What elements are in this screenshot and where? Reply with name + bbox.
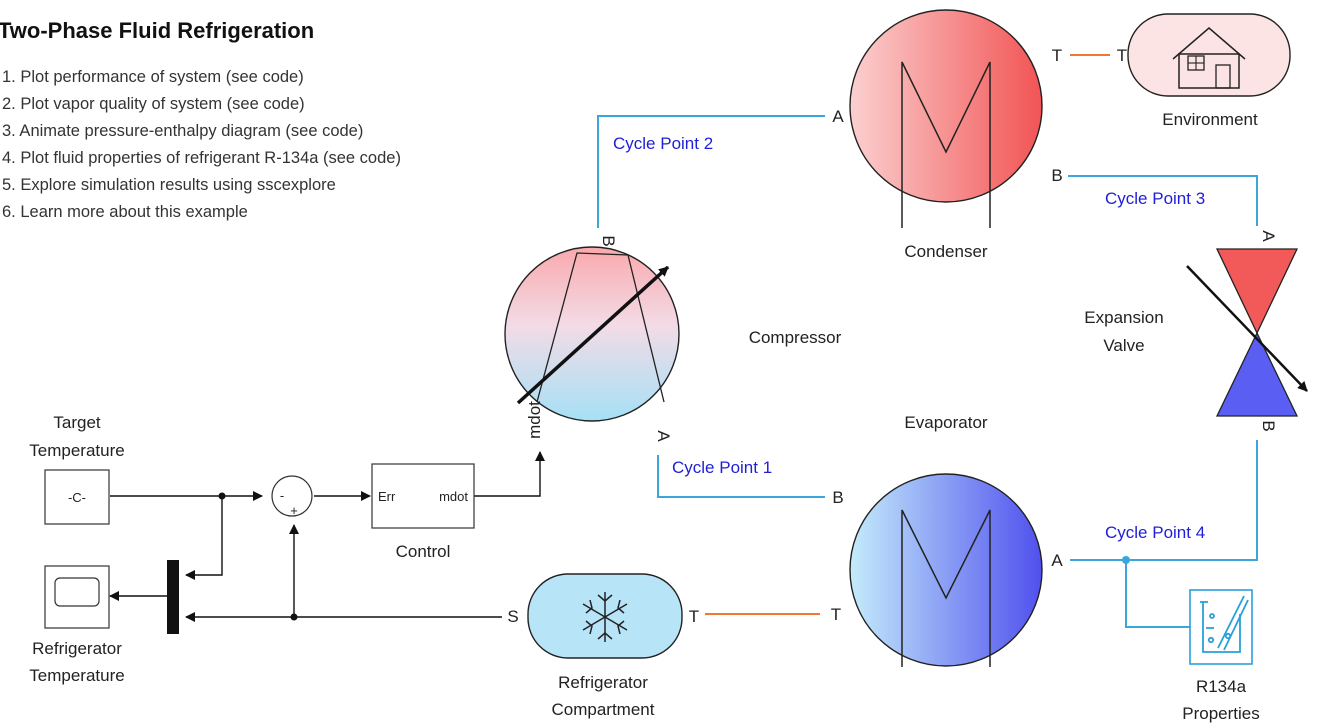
expansion-valve-label-1: Expansion <box>1084 308 1163 327</box>
house-icon <box>1172 27 1246 89</box>
link-explore-sscexplore[interactable]: 5. Explore simulation results using ssce… <box>2 176 336 194</box>
compressor-port-mdot: mdot <box>525 401 544 439</box>
compressor-variable-arrow <box>516 265 670 405</box>
link-learn-more[interactable]: 6. Learn more about this example <box>2 203 248 221</box>
mux-block[interactable] <box>167 560 179 634</box>
branch-point-feedback <box>290 613 298 621</box>
compressor-block[interactable] <box>504 246 680 422</box>
snowflake-icon <box>582 592 628 642</box>
environment-port-t: T <box>1117 46 1127 65</box>
compartment-port-s: S <box>507 607 518 626</box>
cycle-point-4-label: Cycle Point 4 <box>1105 523 1205 542</box>
control-label: Control <box>396 542 451 561</box>
compartment-label-1: Refrigerator <box>558 673 648 692</box>
condenser-port-a: A <box>832 107 844 126</box>
line-condenser-to-valve[interactable] <box>1068 175 1258 226</box>
physical-lines <box>597 115 1258 628</box>
expansion-valve-label-2: Valve <box>1103 336 1144 355</box>
constant-value: -C- <box>68 490 86 505</box>
condenser-block[interactable] <box>849 9 1043 228</box>
control-block[interactable]: Err mdot <box>371 463 475 529</box>
line-valve-to-evaporator[interactable] <box>1070 440 1258 561</box>
refrigerator-temperature-scope[interactable] <box>44 565 110 629</box>
junction-cycle-point-4 <box>1122 556 1130 564</box>
environment-label: Environment <box>1162 110 1258 129</box>
evaporator-port-b: B <box>832 488 843 507</box>
line-compressor-to-condenser[interactable] <box>597 115 825 228</box>
compressor-port-a: A <box>654 430 673 442</box>
condenser-port-t: T <box>1052 46 1062 65</box>
control-output-port-label: mdot <box>439 489 468 504</box>
evaporator-label: Evaporator <box>904 413 987 432</box>
evaporator-port-t: T <box>831 605 841 624</box>
evaporator-block[interactable] <box>849 473 1043 667</box>
signal-lines <box>109 451 545 622</box>
compressor-port-b: B <box>599 235 618 246</box>
environment-block[interactable] <box>1127 13 1291 97</box>
compressor-label: Compressor <box>749 328 842 347</box>
sum-plus-sign: + <box>290 503 298 518</box>
cycle-point-2-label: Cycle Point 2 <box>613 134 713 153</box>
link-animate-ph-diagram[interactable]: 3. Animate pressure-enthalpy diagram (se… <box>2 122 363 140</box>
compartment-port-t: T <box>689 607 699 626</box>
beaker-icon <box>1200 595 1249 653</box>
r134a-properties-block[interactable] <box>1189 589 1253 665</box>
thermal-lines <box>705 54 1110 615</box>
refrigerator-compartment-block[interactable] <box>527 573 683 659</box>
compartment-label-2: Compartment <box>552 700 655 719</box>
target-temperature-label-2: Temperature <box>29 441 124 460</box>
cycle-point-3-label: Cycle Point 3 <box>1105 189 1205 208</box>
sum-block[interactable]: - + <box>271 475 313 518</box>
link-plot-vapor-quality[interactable]: 2. Plot vapor quality of system (see cod… <box>2 95 305 113</box>
sum-minus-sign: - <box>280 488 284 503</box>
model-title: Two-Phase Fluid Refrigeration <box>0 18 314 43</box>
link-plot-performance[interactable]: 1. Plot performance of system (see code) <box>2 68 304 86</box>
r134a-label-1: R134a <box>1196 677 1247 696</box>
expansion-valve-block[interactable] <box>1186 248 1308 417</box>
target-temperature-block[interactable]: -C- <box>44 469 110 525</box>
control-input-port-label: Err <box>378 489 396 504</box>
link-plot-fluid-properties[interactable]: 4. Plot fluid properties of refrigerant … <box>2 149 401 167</box>
valve-variable-arrow <box>1186 265 1308 392</box>
valve-port-b: B <box>1259 420 1278 431</box>
cycle-point-1-label: Cycle Point 1 <box>672 458 772 477</box>
evaporator-port-a: A <box>1051 551 1063 570</box>
signal-control-to-compressor[interactable] <box>474 451 545 497</box>
line-to-r134a-properties[interactable] <box>1125 560 1190 628</box>
valve-port-a: A <box>1259 230 1278 242</box>
annotation-links: 1. Plot performance of system (see code)… <box>2 68 401 221</box>
condenser-label: Condenser <box>904 242 988 261</box>
refrigerator-temperature-label-2: Temperature <box>29 666 124 685</box>
refrigerator-temperature-label-1: Refrigerator <box>32 639 122 658</box>
condenser-port-b: B <box>1051 166 1062 185</box>
r134a-label-2: Properties <box>1182 704 1259 723</box>
line-evaporator-to-compressor[interactable] <box>657 455 825 498</box>
branch-point-target <box>218 492 226 500</box>
target-temperature-label-1: Target <box>53 413 101 432</box>
signal-target-to-mux[interactable] <box>185 496 223 580</box>
